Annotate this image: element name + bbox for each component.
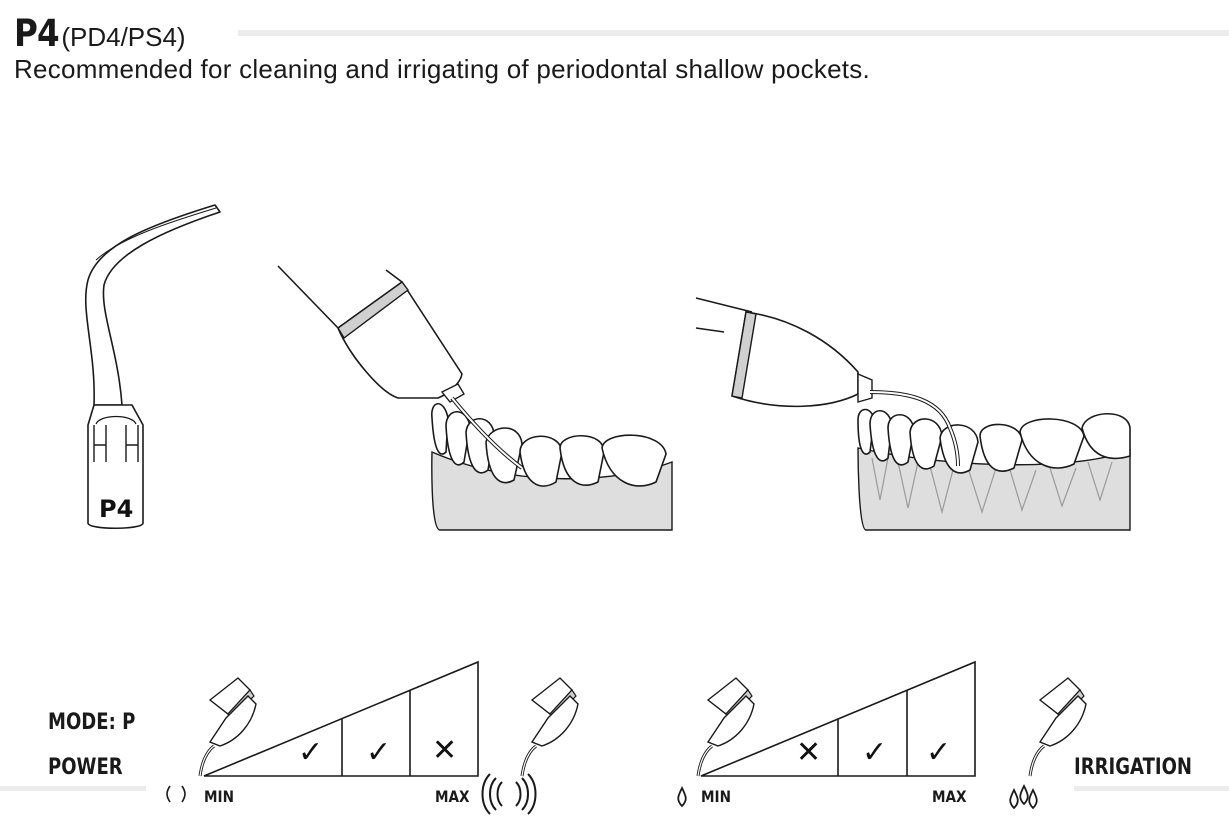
power-min-label: MIN [204, 787, 234, 806]
low-vibration-icon [166, 676, 258, 803]
handpiece-scene-front [277, 265, 673, 531]
footer-divider-left [0, 786, 146, 791]
ultrasonic-tip-icon [85, 204, 221, 529]
irrigation-label: IRRIGATION [1074, 755, 1193, 780]
power-max-label: MAX [435, 787, 470, 806]
power-cell-low-mark: ✓ [298, 735, 323, 770]
handpiece-scene-posterior [695, 297, 1131, 531]
irrigation-max-label: MAX [932, 787, 967, 806]
irrigation-cell-low-mark: ✕ [796, 735, 821, 770]
multiple-drops-icon [1009, 676, 1088, 810]
power-scale [203, 660, 479, 777]
power-cell-high-mark: ✕ [432, 733, 457, 768]
irrigation-scale [700, 660, 976, 777]
power-label: POWER [48, 755, 123, 780]
page-title: P4 (PD4/PS4) [14, 12, 186, 56]
tip-label: P4 [99, 495, 133, 523]
irrigation-min-label: MIN [701, 787, 731, 806]
mode-label: MODE: P [48, 710, 136, 735]
irrigation-cell-medium-mark: ✓ [862, 735, 887, 770]
tip-code: P4 [14, 12, 60, 55]
single-drop-icon [677, 676, 756, 808]
irrigation-cell-high-mark: ✓ [926, 735, 951, 770]
power-cell-medium-mark: ✓ [366, 735, 391, 770]
tip-description: Recommended for cleaning and irrigating … [14, 54, 871, 84]
title-divider [238, 30, 1229, 36]
footer-divider-right [1074, 786, 1229, 791]
tip-variants: (PD4/PS4) [61, 22, 186, 52]
high-vibration-icon [481, 676, 580, 815]
